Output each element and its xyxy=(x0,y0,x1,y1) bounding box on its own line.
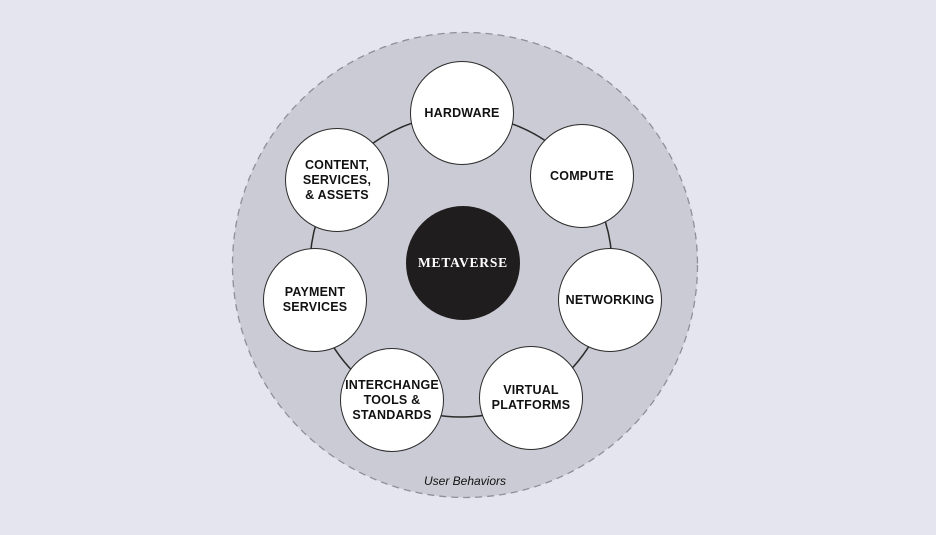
node-payment-services: PAYMENT SERVICES xyxy=(263,248,367,352)
node-virtual-platforms-label: VIRTUAL PLATFORMS xyxy=(491,383,571,412)
node-hardware: HARDWARE xyxy=(410,61,514,165)
node-networking-label: NETWORKING xyxy=(565,292,655,307)
node-payment-services-label: PAYMENT SERVICES xyxy=(282,285,348,314)
center-metaverse-circle: METAVERSE xyxy=(406,206,520,320)
node-content-services-assets-label: CONTENT, SERVICES, & ASSETS xyxy=(302,157,372,202)
node-networking: NETWORKING xyxy=(558,248,662,352)
node-hardware-label: HARDWARE xyxy=(424,105,500,120)
node-interchange-tools-standards-label: INTERCHANGE TOOLS & STANDARDS xyxy=(345,377,439,422)
node-interchange-tools-standards: INTERCHANGE TOOLS & STANDARDS xyxy=(340,348,444,452)
node-compute: COMPUTE xyxy=(530,124,634,228)
node-content-services-assets: CONTENT, SERVICES, & ASSETS xyxy=(285,128,389,232)
center-metaverse-label: METAVERSE xyxy=(418,255,508,270)
user-behaviors-label: User Behaviors xyxy=(423,474,507,488)
node-virtual-platforms: VIRTUAL PLATFORMS xyxy=(479,346,583,450)
node-compute-label: COMPUTE xyxy=(550,168,614,183)
